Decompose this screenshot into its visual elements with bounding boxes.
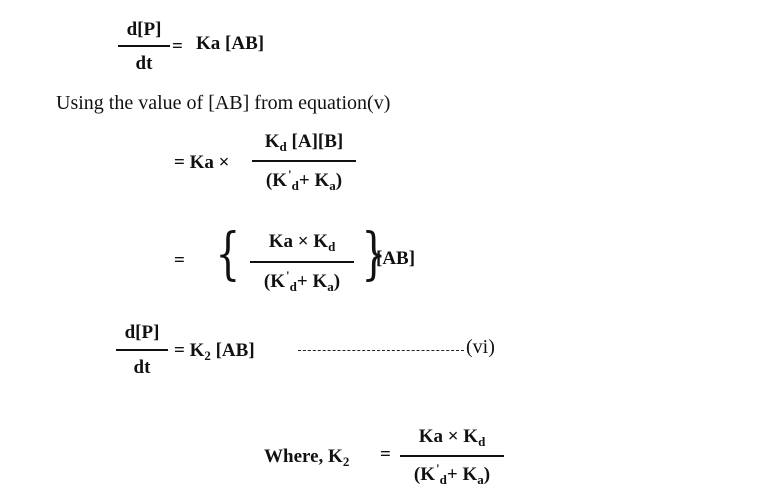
eq2-numerator: Kd [A][B] [264,131,344,154]
explanation-text: Using the value of [AB] from equation(v) [56,92,391,114]
eq2-denominator: (K'd+ Ka) [265,166,343,193]
eq4-rhs: = K2 [AB] [174,340,255,363]
eq1-equals: = [172,36,183,57]
eq3-numerator: Ka × Kd [268,231,336,254]
eq5-denominator: (K'd+ Ka) [413,460,491,487]
eq3-equals: = [174,250,185,271]
leader-dashes [298,350,464,351]
eq4-lhs-denominator: dt [133,356,151,378]
fraction-bar [400,455,504,457]
left-brace: { [215,222,241,287]
eq1-lhs-fraction: d[P] dt [118,20,170,73]
equation-tag: (vi) [466,336,495,358]
eq1-lhs-denominator: dt [135,52,153,74]
eq5-numerator: Ka × Kd [418,426,486,449]
eq2-lead: = Ka × [174,152,230,173]
eq1-lhs-numerator: d[P] [126,19,162,40]
eq4-lhs-numerator: d[P] [124,322,160,343]
eq5-equals: = [380,444,391,465]
right-brace: } [361,222,387,287]
fraction-bar [252,160,356,162]
eq1-rhs: Ka [AB] [196,33,265,54]
fraction-bar [250,261,354,263]
eq5-where-label: Where, K2 [264,446,350,469]
fraction-bar [116,349,168,351]
fraction-bar [118,45,170,47]
eq4-lhs-fraction: d[P] dt [116,323,168,377]
eq3-fraction: Ka × Kd (K'd+ Ka) [250,231,354,294]
eq5-fraction: Ka × Kd (K'd+ Ka) [400,426,504,487]
eq3-after: [AB] [376,248,416,269]
eq3-denominator: (K'd+ Ka) [263,267,341,294]
eq2-fraction: Kd [A][B] (K'd+ Ka) [252,131,356,193]
